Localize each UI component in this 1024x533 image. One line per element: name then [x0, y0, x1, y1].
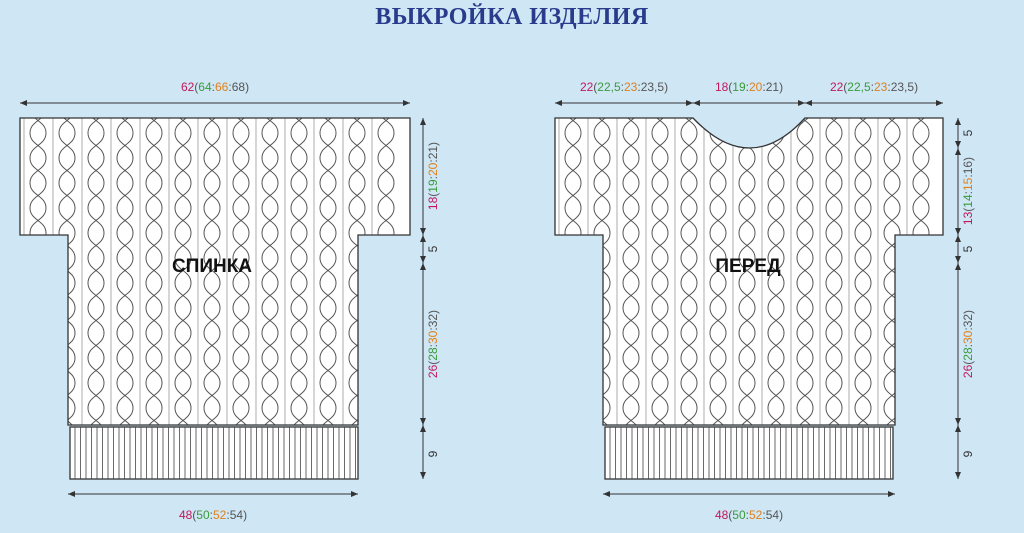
arrowhead: [955, 418, 961, 425]
arrowhead: [955, 228, 961, 235]
arrowhead: [603, 491, 610, 497]
cable-strand: [203, 118, 221, 425]
cable-strand: [854, 118, 872, 425]
arrowhead: [351, 491, 358, 497]
dimension-label: 22(22,5:23:23,5): [830, 80, 918, 94]
arrowhead: [955, 256, 961, 263]
front-rib-lines: [609, 427, 891, 479]
arrowhead: [936, 100, 943, 106]
arrowhead: [955, 472, 961, 479]
cable-strand: [738, 118, 756, 425]
dimension-label: 48(50:52:54): [179, 508, 247, 522]
dimension-label: 5: [426, 245, 440, 252]
cable-strand: [709, 118, 727, 425]
arrowhead: [955, 263, 961, 270]
arrowhead: [420, 425, 426, 432]
arrowhead: [420, 256, 426, 263]
dimension-label: 9: [426, 450, 440, 457]
dimension-label: 26(28:30:32): [426, 310, 440, 378]
back-body-shape: [20, 118, 410, 425]
back-label: СПИНКА: [172, 256, 252, 277]
arrowhead: [955, 141, 961, 148]
back-body-outline: [19, 117, 411, 426]
arrowhead: [805, 100, 812, 106]
cable-strand: [290, 118, 308, 425]
dimension-label: 62(64:66:68): [181, 80, 249, 94]
dimension-label: 5: [961, 129, 975, 136]
cable-strand: [796, 118, 814, 425]
dimension-label: 9: [961, 450, 975, 457]
page-title: ВЫКРОЙКА ИЗДЕЛИЯ: [375, 4, 649, 30]
arrowhead: [68, 491, 75, 497]
cable-strand: [348, 118, 366, 425]
cable-strand: [651, 118, 669, 425]
cable-strand: [767, 118, 785, 425]
cable-strand: [825, 118, 843, 425]
arrowhead: [693, 100, 700, 106]
back-rib-lines: [74, 427, 356, 479]
dimension-label: 22(22,5:23:23,5): [580, 80, 668, 94]
arrowhead: [420, 472, 426, 479]
dimension-lines: 62(64:66:68) 48(50:52:54) 18(19:20:21) 5 26(…: [20, 80, 975, 522]
front-rib: [604, 426, 894, 480]
dimension-label: 13(14:15:16): [961, 157, 975, 225]
cable-strand: [145, 118, 163, 425]
back-rib: [69, 426, 359, 480]
dimension-label: 48(50:52:54): [715, 508, 783, 522]
dimension-label: 18(19:20:21): [715, 80, 783, 94]
arrowhead: [555, 100, 562, 106]
arrowhead: [20, 100, 27, 106]
front-piece: ПЕРЕД: [554, 117, 944, 480]
arrowhead: [798, 100, 805, 106]
arrowhead: [686, 100, 693, 106]
arrowhead: [420, 263, 426, 270]
dimension-label: 26(28:30:32): [961, 310, 975, 378]
arrowhead: [403, 100, 410, 106]
cable-strand: [87, 118, 105, 425]
dimension-label: 18(19:20:21): [426, 142, 440, 210]
arrowhead: [888, 491, 895, 497]
cable-strand: [116, 118, 134, 425]
cable-strand: [622, 118, 640, 425]
front-label: ПЕРЕД: [715, 256, 781, 277]
arrowhead: [955, 425, 961, 432]
cable-strand: [174, 118, 192, 425]
arrowhead: [955, 148, 961, 155]
arrowhead: [420, 228, 426, 235]
arrowhead: [420, 418, 426, 425]
arrowhead: [955, 235, 961, 242]
cable-strand: [883, 118, 901, 425]
cable-strand: [319, 118, 337, 425]
arrowhead: [420, 235, 426, 242]
back-piece: СПИНКА: [19, 117, 411, 480]
cable-strand: [680, 118, 698, 425]
cable-strand: [232, 118, 250, 425]
cable-strand: [261, 118, 279, 425]
arrowhead: [955, 118, 961, 125]
dimension-label: 5: [961, 245, 975, 252]
front-body-outline: [554, 117, 944, 426]
arrowhead: [420, 118, 426, 125]
